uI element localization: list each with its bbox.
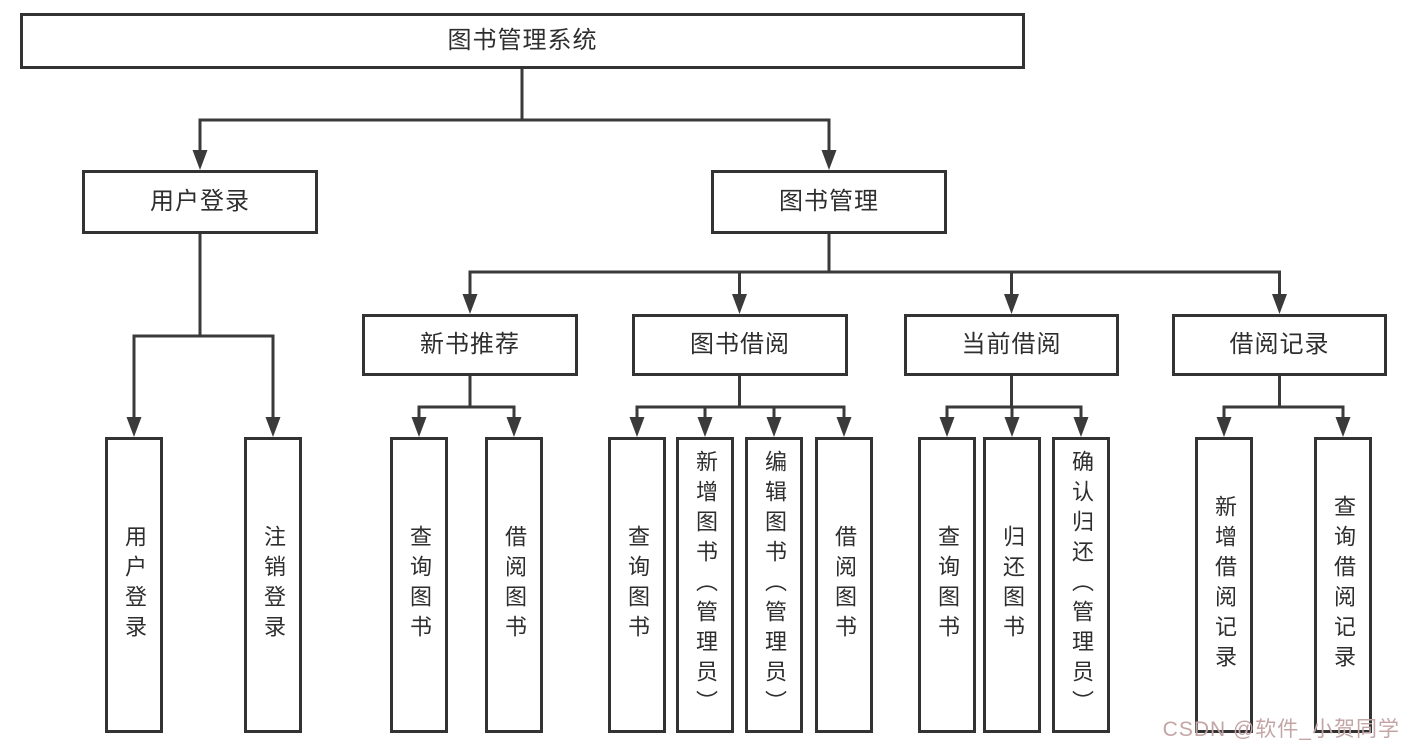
leaf-edit-books-admin: 编辑图书（管理员） [745, 437, 803, 733]
arrowhead [265, 417, 281, 437]
arrowhead [1335, 417, 1351, 437]
arrowhead [462, 294, 478, 314]
connectors [126, 69, 1351, 437]
node-new-book-recommend: 新书推荐 [362, 314, 578, 376]
leaf-query-borrow-record: 查询借阅记录 [1314, 437, 1372, 733]
leaf-query-books-current: 查询图书 [918, 437, 976, 733]
arrowhead [821, 150, 837, 170]
node-book-management: 图书管理 [711, 170, 947, 234]
leaf-borrow-books-recommend: 借阅图书 [485, 437, 543, 733]
arrowhead [1272, 294, 1287, 314]
leaf-query-books-borrow: 查询图书 [608, 437, 666, 733]
arrowhead [506, 417, 522, 437]
arrowhead [629, 417, 645, 437]
arrowhead [1004, 417, 1020, 437]
arrowhead [1216, 417, 1232, 437]
arrowhead [411, 417, 427, 437]
leaf-confirm-return-admin: 确认归还（管理员） [1052, 437, 1110, 733]
arrowhead [732, 294, 747, 314]
node-borrow-records: 借阅记录 [1172, 314, 1387, 376]
leaf-add-borrow-record: 新增借阅记录 [1195, 437, 1253, 733]
node-book-borrow: 图书借阅 [632, 314, 848, 376]
node-root: 图书管理系统 [20, 13, 1025, 69]
leaf-add-books-admin: 新增图书（管理员） [676, 437, 734, 733]
arrowhead [766, 417, 782, 437]
arrowhead [697, 417, 713, 437]
node-current-borrow: 当前借阅 [904, 314, 1119, 376]
arrowhead [192, 150, 208, 170]
arrowhead [836, 417, 852, 437]
leaf-user-login: 用户登录 [105, 437, 163, 733]
arrowhead [1073, 417, 1089, 437]
leaf-borrow-books: 借阅图书 [815, 437, 873, 733]
arrowhead [1004, 294, 1019, 314]
leaf-logout-login: 注销登录 [244, 437, 302, 733]
leaf-query-books-recommend: 查询图书 [390, 437, 448, 733]
node-user-login: 用户登录 [82, 170, 318, 234]
arrowhead [126, 417, 142, 437]
leaf-return-books: 归还图书 [983, 437, 1041, 733]
arrowhead [939, 417, 955, 437]
